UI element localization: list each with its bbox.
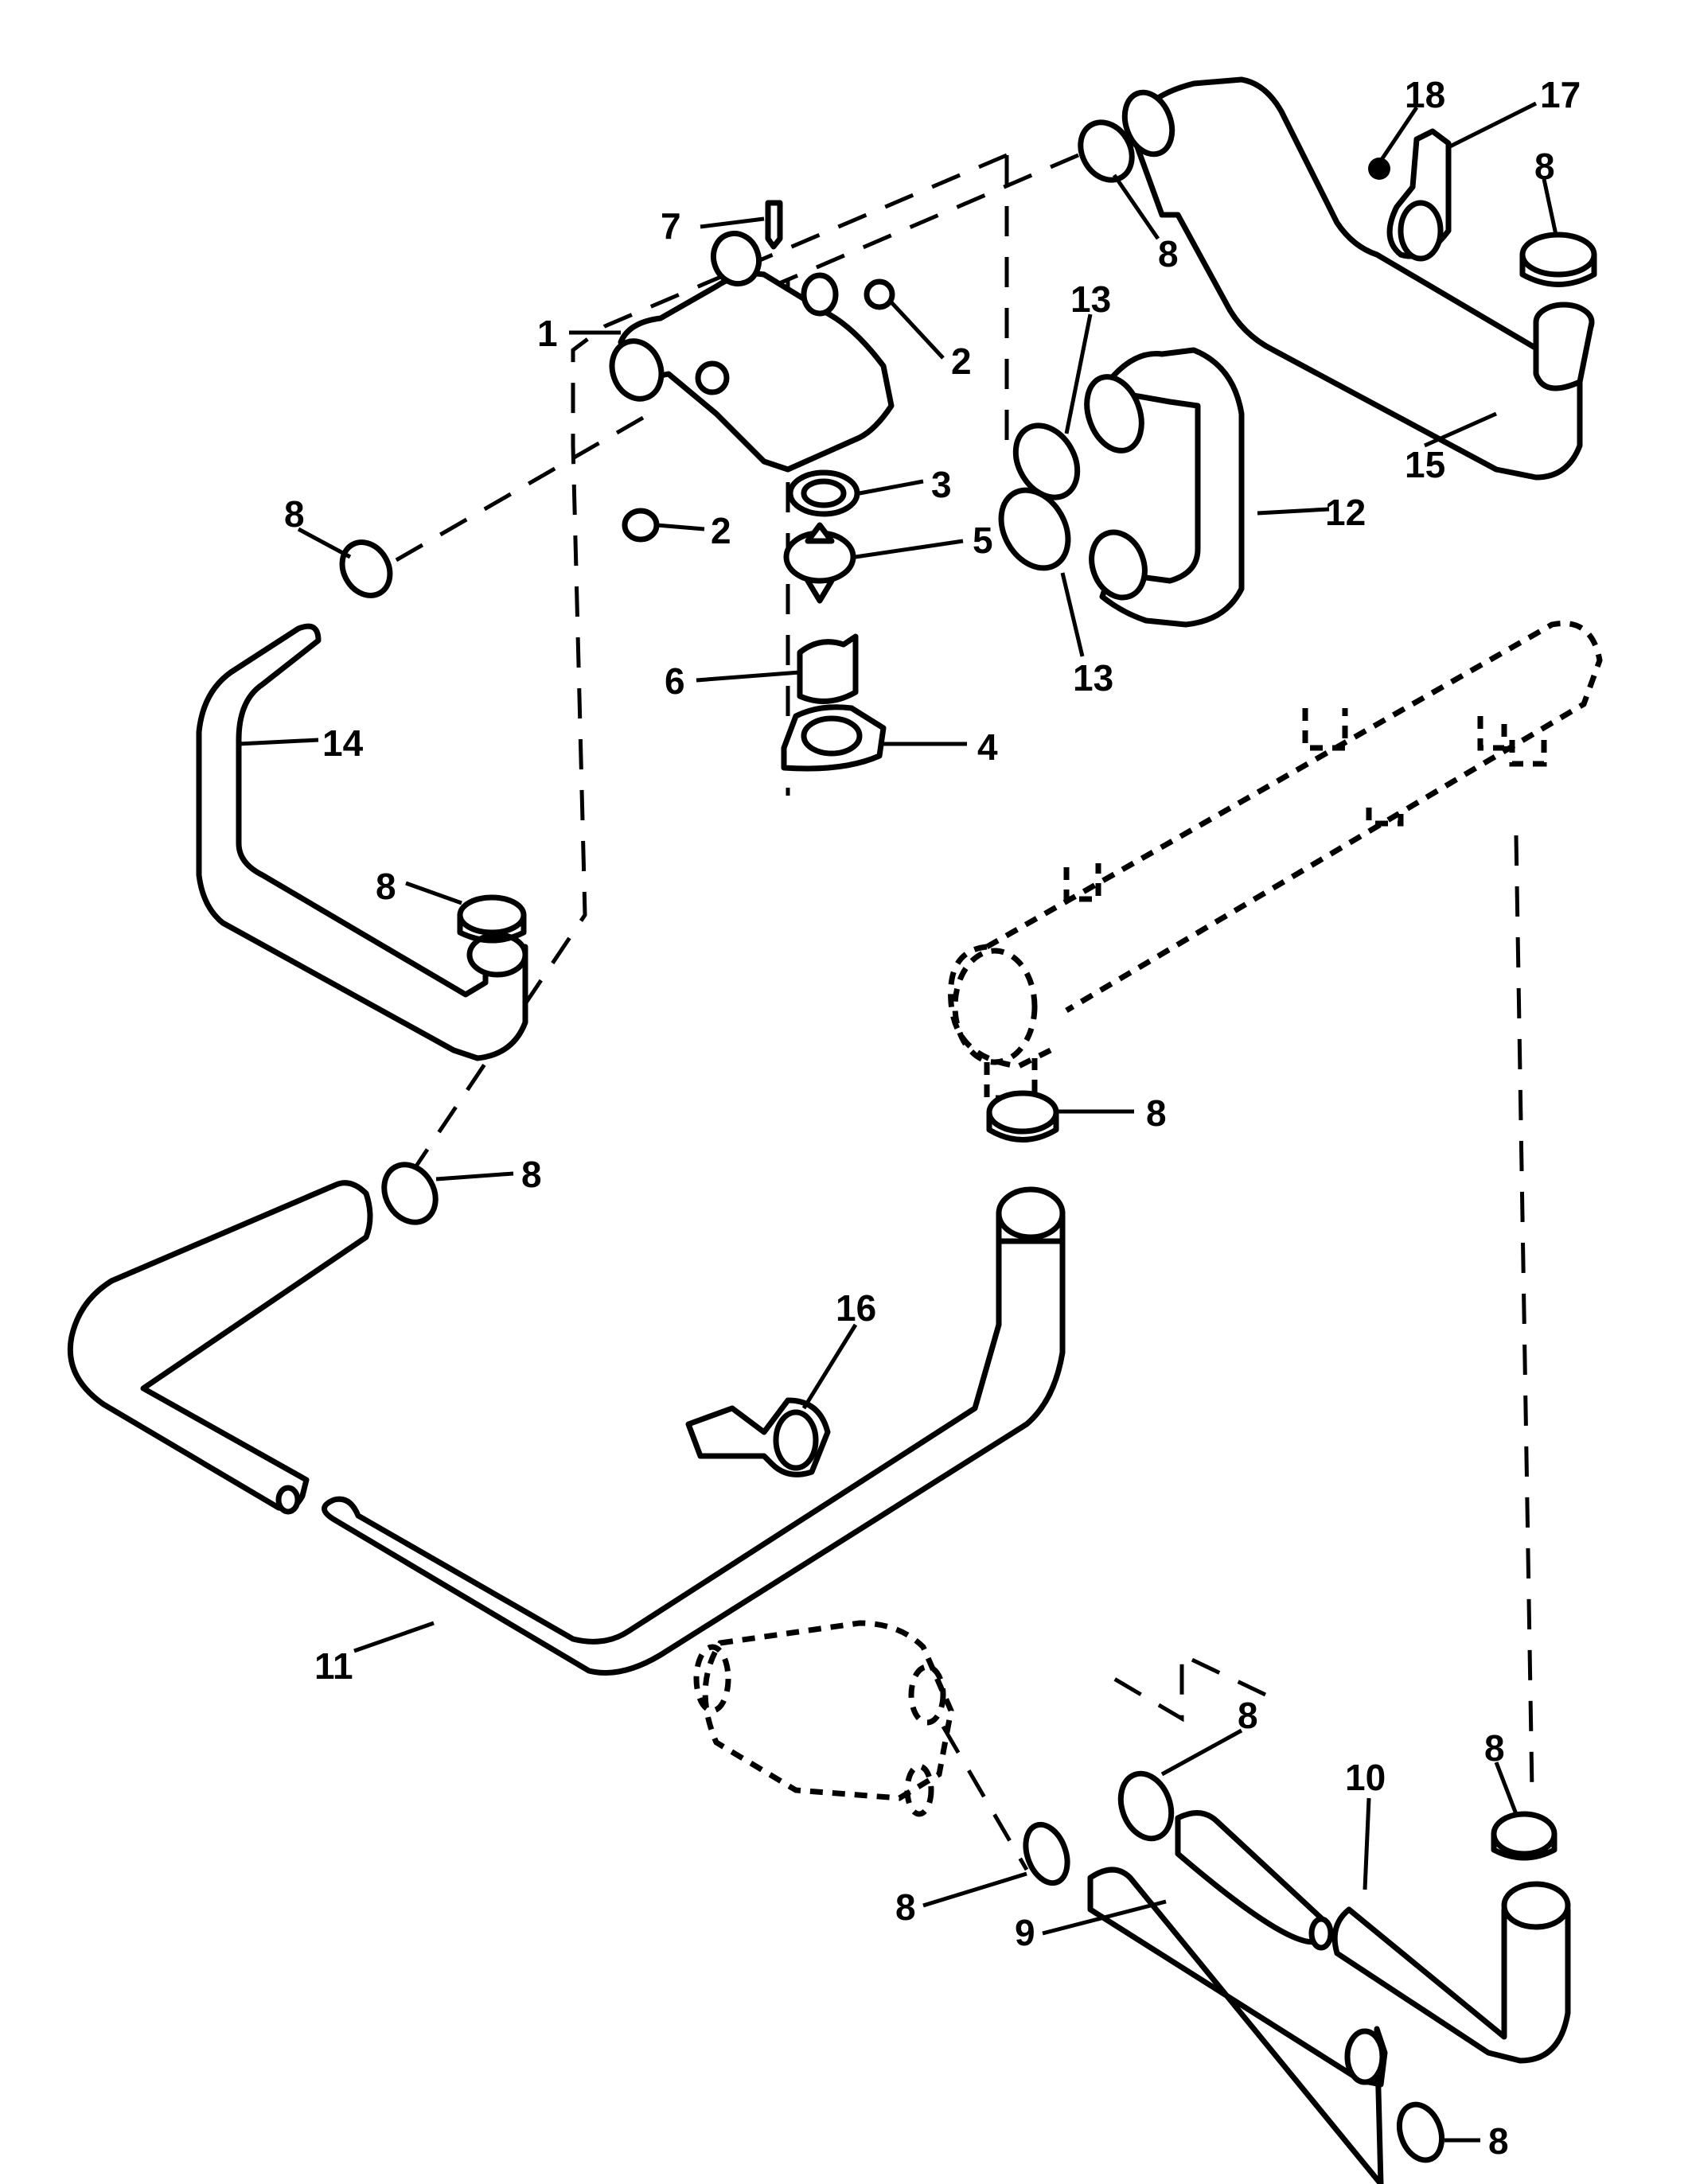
callout-3: 3	[931, 464, 952, 505]
callout-11: 11	[314, 1645, 353, 1687]
clip-16[interactable]	[685, 1397, 831, 1477]
callout-18: 18	[1405, 74, 1445, 115]
assembly-lines	[372, 153, 1534, 1871]
screw-7[interactable]	[765, 200, 783, 250]
hose-clamp-8-right-bottom[interactable]	[1491, 1811, 1557, 1861]
callout-14: 14	[322, 722, 364, 764]
callout-8: 8	[1484, 1727, 1505, 1769]
hose-15[interactable]	[1117, 76, 1595, 481]
callout-8: 8	[895, 1886, 916, 1928]
seal-3[interactable]	[787, 469, 860, 517]
callout-7: 7	[661, 205, 681, 247]
callout-8: 8	[1146, 1092, 1167, 1134]
sleeve-6[interactable]	[797, 633, 859, 704]
gasket-4[interactable]	[781, 704, 887, 772]
plug-2-right[interactable]	[864, 278, 895, 310]
hose-clamp-8-bottom-right[interactable]	[1392, 2099, 1449, 2166]
thermostat-5[interactable]	[783, 522, 856, 604]
hose-10[interactable]	[1175, 1810, 1571, 2064]
callout-8: 8	[376, 866, 396, 907]
leader-lines	[238, 101, 1558, 2143]
callout-8: 8	[1158, 233, 1179, 274]
callout-8: 8	[284, 493, 305, 535]
hose-11[interactable]	[67, 1180, 1066, 1676]
callout-17: 17	[1540, 74, 1581, 115]
hose-clamp-13-bottom[interactable]	[988, 478, 1082, 580]
callout-2: 2	[951, 341, 972, 382]
pump	[693, 1620, 954, 1817]
hose-clamp-8-hose11[interactable]	[374, 1155, 446, 1232]
tank	[948, 621, 1603, 1101]
hose-clamp-8-bottom-left[interactable]	[1018, 1819, 1074, 1889]
callout-8: 8	[1238, 1695, 1258, 1736]
callout-2: 2	[711, 510, 731, 551]
hose-clamp-8-top[interactable]	[1070, 113, 1142, 189]
clip-17[interactable]	[1386, 128, 1452, 262]
callout-4: 4	[977, 726, 998, 768]
callouts: 18 17 7 8 8 13 1 2 15 12 3 2 8 5 13 6 4 …	[284, 74, 1581, 2162]
hose-clamp-8-left[interactable]	[333, 534, 399, 605]
callout-8: 8	[1534, 146, 1555, 187]
callout-13: 13	[1073, 657, 1113, 699]
callout-13: 13	[1070, 278, 1111, 320]
plug-2-left[interactable]	[622, 508, 660, 543]
callout-1: 1	[537, 313, 558, 354]
hose-clamp-8-bottom[interactable]	[1112, 1766, 1179, 1845]
callout-6: 6	[665, 660, 685, 702]
thermostat-housing-1[interactable]	[604, 227, 895, 473]
callout-9: 9	[1015, 1912, 1035, 1953]
callout-15: 15	[1405, 444, 1445, 485]
callout-16: 16	[836, 1287, 876, 1329]
callout-5: 5	[973, 520, 993, 561]
hose-clamp-8-tank[interactable]	[986, 1090, 1059, 1143]
hose-9[interactable]	[1087, 1867, 1388, 2184]
callout-12: 12	[1325, 492, 1366, 533]
hose-14[interactable]	[196, 623, 528, 1061]
hose-clamp-8-right[interactable]	[1519, 232, 1597, 287]
callout-8: 8	[1488, 2120, 1509, 2162]
nut-18[interactable]	[1368, 158, 1390, 180]
callout-10: 10	[1345, 1757, 1386, 1798]
hose-clamp-8-left-mid[interactable]	[457, 894, 527, 944]
hose-clamp-13-top[interactable]	[1004, 415, 1090, 508]
hose-12[interactable]	[1078, 347, 1245, 628]
callout-8: 8	[521, 1154, 542, 1195]
